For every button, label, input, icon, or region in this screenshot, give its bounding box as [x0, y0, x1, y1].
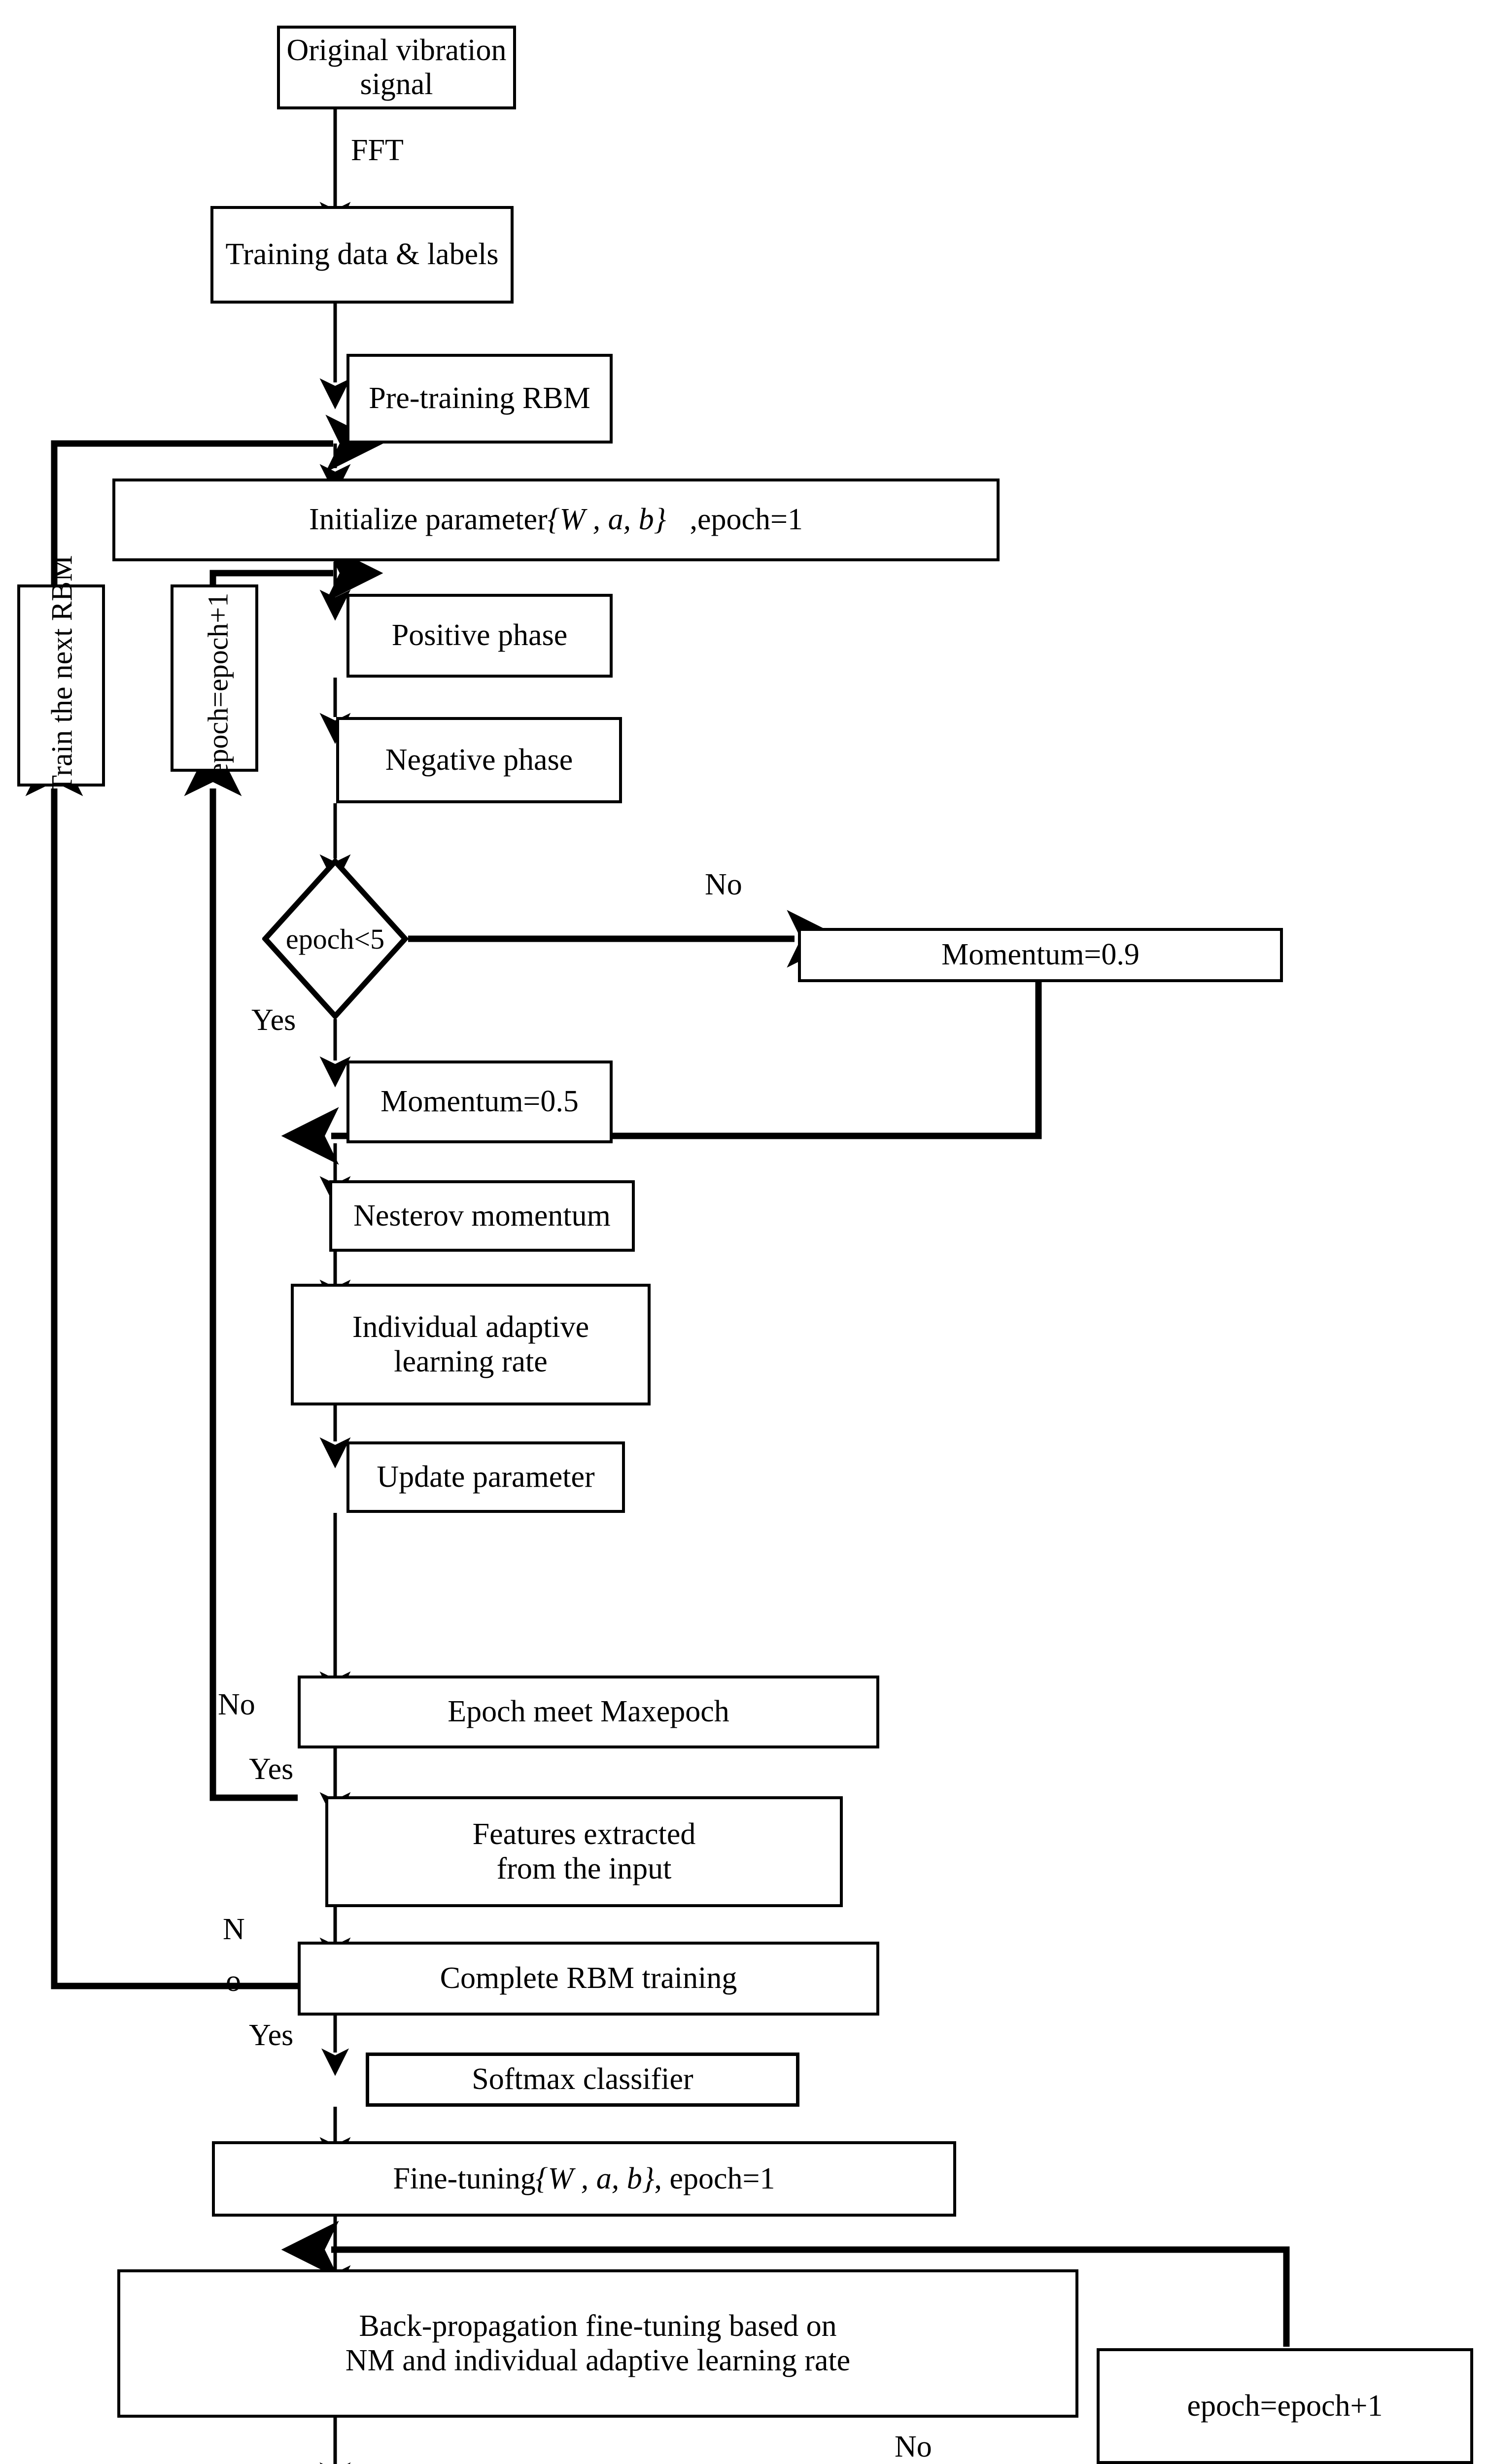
node-label: Update parameter [377, 1460, 595, 1494]
node-label: Nesterov momentum [353, 1198, 611, 1232]
node-label: Original vibration signal [286, 33, 507, 101]
node-label: Momentum=0.9 [941, 938, 1140, 972]
node-label: epoch=epoch+1 [1187, 2389, 1383, 2423]
node-label: Momentum=0.5 [380, 1085, 579, 1119]
edge-label-no-maxepoch-finetune: No [895, 2430, 932, 2464]
node-label-line2: learning rate [394, 1344, 548, 1378]
node-negative-phase[interactable]: Negative phase [336, 717, 622, 803]
node-update-parameter[interactable]: Update parameter [346, 1441, 625, 1513]
node-nesterov-momentum[interactable]: Nesterov momentum [329, 1180, 635, 1252]
edge-label-fft: FFT [351, 134, 404, 167]
node-pretraining-rbm[interactable]: Pre-training RBM [346, 354, 613, 444]
node-train-the-next-rbm[interactable]: Train the next RBM [17, 555, 105, 793]
node-momentum-05[interactable]: Momentum=0.5 [346, 1061, 613, 1143]
node-epoch-meet-maxepoch-rbm[interactable]: Epoch meet Maxepoch [298, 1676, 879, 1748]
node-label: Positive phase [391, 618, 568, 652]
node-label-part-2: ,epoch=1 [690, 503, 803, 537]
node-label: epoch=epoch+1 [202, 592, 234, 776]
node-label-line1: Features extracted [472, 1817, 696, 1851]
node-initialize-parameter[interactable]: Initialize parameter{W , a, b} ,epoch=1 [112, 479, 1000, 561]
node-features-extracted-from-input[interactable]: Features extracted from the input [325, 1796, 843, 1907]
edge-label-no-complete-rbm-line1: N [223, 1913, 245, 1946]
edge-label-no-maxepoch-rbm: No [218, 1688, 255, 1721]
node-fine-tuning-parameters[interactable]: Fine-tuning {W , a, b} , epoch=1 [212, 2141, 956, 2217]
node-positive-phase[interactable]: Positive phase [346, 594, 613, 678]
node-label-line2: NM and individual adaptive learning rate [345, 2343, 851, 2377]
node-label: Pre-training RBM [369, 381, 590, 415]
node-label-part-1: Fine-tuning [393, 2161, 536, 2195]
node-individual-adaptive-learning-rate[interactable]: Individual adaptive learning rate [291, 1284, 651, 1405]
node-epoch-increment-finetune[interactable]: epoch=epoch+1 [1097, 2348, 1473, 2464]
node-label-line1: Back-propagation fine-tuning based on [359, 2309, 837, 2343]
node-original-vibration-signal[interactable]: Original vibration signal [277, 26, 516, 109]
edge-label-no-epoch-lt5: No [705, 868, 742, 901]
edge-label-yes-epoch-lt5: Yes [251, 1003, 296, 1037]
edge-label-yes-complete-rbm: Yes [249, 2019, 294, 2052]
node-complete-rbm-training[interactable]: Complete RBM training [298, 1942, 879, 2016]
node-label-part-2: , epoch=1 [654, 2161, 775, 2195]
node-label-line2: from the input [496, 1851, 672, 1885]
node-label-part-1: Initialize parameter [309, 503, 548, 537]
node-label-math: {W , a, b} [535, 2161, 655, 2195]
node-label: Train the next RBM [45, 555, 78, 793]
node-label: Epoch meet Maxepoch [448, 1695, 729, 1729]
node-label-line1: Individual adaptive [352, 1310, 589, 1344]
node-backpropagation-fine-tuning[interactable]: Back-propagation fine-tuning based on NM… [117, 2269, 1078, 2418]
edge-label-no-complete-rbm-line2: o [226, 1964, 241, 1998]
node-epoch-increment-rbm[interactable]: epoch=epoch+1 [171, 584, 258, 776]
node-momentum-09[interactable]: Momentum=0.9 [798, 928, 1283, 982]
node-label: Training data & labels [225, 238, 499, 272]
decision-label: epoch<5 [285, 923, 385, 955]
decision-epoch-less-than-5[interactable]: epoch<5 [262, 858, 408, 1019]
node-label: Complete RBM training [440, 1961, 737, 1995]
node-softmax-classifier[interactable]: Softmax classifier [366, 2053, 799, 2107]
edge-label-yes-maxepoch-rbm: Yes [249, 1752, 294, 1786]
node-label-math: {W , a, b} [547, 503, 666, 537]
node-training-data-labels[interactable]: Training data & labels [210, 206, 514, 304]
node-label: Negative phase [385, 743, 573, 777]
node-label: Softmax classifier [472, 2062, 693, 2096]
